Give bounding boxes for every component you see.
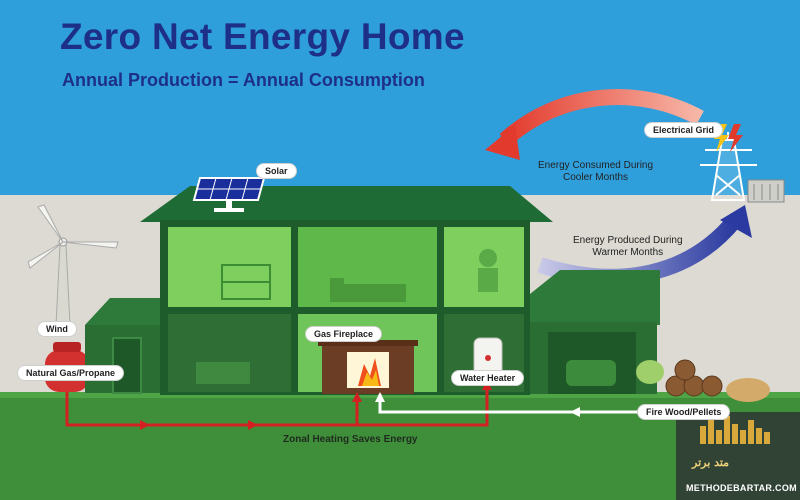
page-title: Zero Net Energy Home	[60, 16, 465, 57]
pellets-pile	[726, 378, 770, 402]
fire-wood-label: Fire Wood/Pellets	[638, 405, 730, 419]
watermark-site: METHODEBARTAR.COM	[686, 483, 797, 493]
natural-gas-label: Natural Gas/Propane	[18, 366, 124, 380]
front-door-icon	[112, 337, 142, 394]
room-upper-left	[168, 227, 291, 307]
zonal-heating-caption: Zonal Heating Saves Energy	[283, 434, 418, 445]
water-heater-label: Water Heater	[452, 371, 524, 385]
electrical-grid-label: Electrical Grid	[645, 123, 723, 137]
sofa-icon	[196, 362, 250, 384]
energy-consumed-line1: Energy Consumed During	[538, 160, 654, 171]
car-icon	[566, 360, 616, 386]
transformer-icon	[747, 179, 785, 203]
room-upper-right	[444, 227, 524, 307]
energy-produced-line2: Warmer Months	[592, 247, 664, 258]
energy-consumed-note: Energy Consumed During Cooler Months	[538, 160, 653, 184]
energy-consumed-line2: Cooler Months	[563, 172, 629, 183]
wind-turbine	[27, 204, 119, 326]
firewood-pile	[636, 359, 770, 402]
energy-produced-line1: Energy Produced During	[573, 235, 683, 246]
gas-fireplace	[318, 340, 418, 394]
energy-produced-note: Energy Produced During Warmer Months	[573, 235, 683, 259]
watermark-logo-text: متد برتر	[692, 456, 730, 469]
water-heater	[473, 337, 503, 379]
page-subtitle: Annual Production = Annual Consumption	[62, 70, 425, 90]
heating-pipes-red	[65, 378, 489, 427]
bed-icon	[330, 278, 406, 302]
electrical-grid-tower	[700, 132, 757, 201]
energy-consumed-arrow	[499, 89, 704, 147]
garage	[525, 270, 660, 394]
bunk-bed-icon	[221, 264, 271, 300]
solar-panel	[192, 177, 266, 212]
toilet-icon	[478, 249, 498, 292]
solar-label: Solar	[257, 164, 296, 178]
watermark-logo	[676, 412, 800, 500]
gas-fireplace-label: Gas Fireplace	[306, 327, 382, 341]
wind-label: Wind	[38, 322, 76, 336]
house-extension	[85, 298, 165, 394]
